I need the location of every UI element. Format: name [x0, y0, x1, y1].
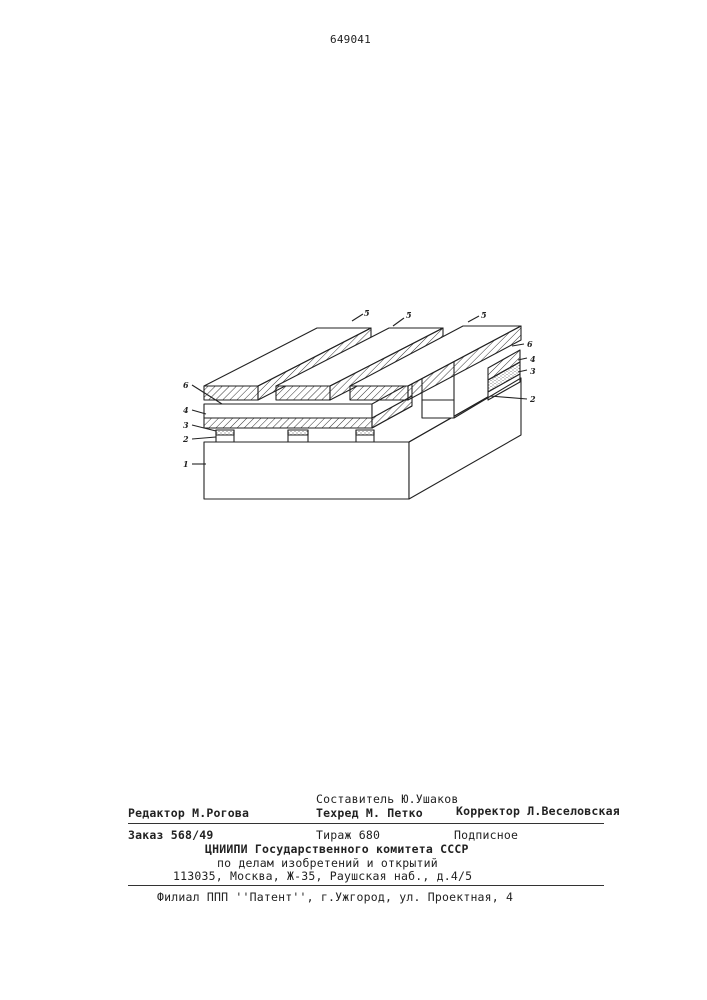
leader-2-left	[192, 437, 216, 439]
layer4-front-face	[204, 418, 372, 428]
electrode-right-end	[350, 386, 408, 400]
label-3-right: 3	[530, 366, 536, 376]
colophon-order: Заказ 568/49	[128, 828, 213, 842]
leader-5-mid	[393, 318, 404, 326]
colophon-circulation: Тираж 680	[316, 828, 380, 842]
layer3-dots-mid	[288, 430, 308, 435]
label-3-left: 3	[183, 420, 189, 430]
colophon-branch: Филиал ППП ''Патент'', г.Ужгород, ул. Пр…	[157, 890, 513, 904]
colophon-rule-top	[128, 823, 604, 824]
leader-5-left	[352, 314, 363, 321]
label-6-left: 6	[183, 380, 189, 390]
device-drawing: 5 5 5 6 4 3 2 6 4 3 2 1	[0, 0, 707, 560]
colophon-corrector: Корректор Л.Веселовская	[456, 804, 620, 818]
colophon-compiler: Составитель Ю.Ушаков	[316, 792, 458, 806]
colophon-techeditor: Техред М. Петко	[316, 806, 423, 820]
label-4-left: 4	[183, 405, 189, 415]
colophon-address: 113035, Москва, Ж-35, Раушская наб., д.4…	[173, 869, 472, 883]
label-6-right: 6	[527, 339, 533, 349]
label-5-left: 5	[364, 308, 370, 318]
label-5-right: 5	[481, 310, 487, 320]
colophon-subscription: Подписное	[454, 828, 518, 842]
substrate-front-face	[204, 442, 409, 499]
label-2-left: 2	[182, 434, 189, 444]
label-5-mid: 5	[406, 310, 412, 320]
colophon-rule-bottom	[128, 885, 604, 886]
colophon-org-line2: по делам изобретений и открытий	[217, 856, 438, 870]
leader-5-right	[468, 316, 479, 322]
electrode-mid-end	[276, 386, 330, 400]
label-1-substrate: 1	[183, 459, 189, 469]
colophon-org-line1: ЦНИИПИ Государственного комитета СССР	[205, 842, 469, 856]
colophon-editor: Редактор М.Рогова	[128, 806, 249, 820]
layer3-dots-left	[216, 430, 234, 435]
layer3-dots-right	[356, 430, 374, 435]
layer-stack-front	[204, 404, 372, 418]
label-4-right: 4	[530, 354, 536, 364]
label-2-right: 2	[529, 394, 536, 404]
